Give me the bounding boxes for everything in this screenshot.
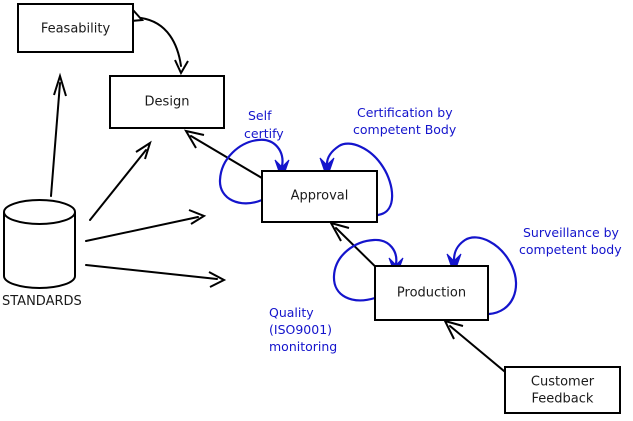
edge-standards-approval: [85, 209, 207, 242]
node-customer-feedback-label-line2: Feedback: [532, 392, 594, 407]
annotation-quality-iso9001-monitoring: Quality (ISO9001) monitoring: [269, 305, 337, 354]
annotation-quality-line1: Quality: [269, 305, 314, 320]
annotation-self-certify: Self certify: [244, 108, 284, 141]
node-standards-label: STANDARDS: [2, 294, 82, 309]
edge-standards-design: [89, 140, 152, 221]
annotation-quality-line3: monitoring: [269, 339, 337, 354]
annotation-quality-line2: (ISO9001): [269, 322, 332, 337]
annotation-surveillance-line2: competent body: [519, 242, 622, 257]
node-customer-feedback-label-line1: Customer: [531, 375, 595, 390]
annotation-certification-line2: competent Body: [353, 122, 457, 137]
node-production-label: Production: [397, 286, 466, 301]
node-feasability[interactable]: Feasability: [17, 3, 134, 53]
annotation-self-certify-line1: Self: [248, 108, 272, 123]
edge-standards-feasability: [50, 72, 67, 197]
node-production[interactable]: Production: [374, 265, 489, 321]
annotation-certification-by-competent-body: Certification by competent Body: [353, 105, 457, 137]
annotation-self-certify-line2: certify: [244, 126, 284, 141]
edge-feasability-design: [130, 9, 189, 76]
annotation-surveillance-by-competent-body: Surveillance by competent body: [519, 225, 622, 257]
node-feasability-label: Feasability: [41, 22, 111, 37]
node-customer-feedback[interactable]: Customer Feedback: [504, 366, 621, 414]
node-design-label: Design: [145, 95, 190, 110]
node-standards-datastore[interactable]: STANDARDS: [2, 199, 82, 309]
node-approval-label: Approval: [291, 189, 349, 204]
node-design[interactable]: Design: [109, 75, 225, 129]
edge-standards-production: [85, 264, 227, 288]
annotation-certification-line1: Certification by: [357, 105, 453, 120]
annotation-surveillance-line1: Surveillance by: [523, 225, 620, 240]
node-approval[interactable]: Approval: [261, 170, 378, 223]
